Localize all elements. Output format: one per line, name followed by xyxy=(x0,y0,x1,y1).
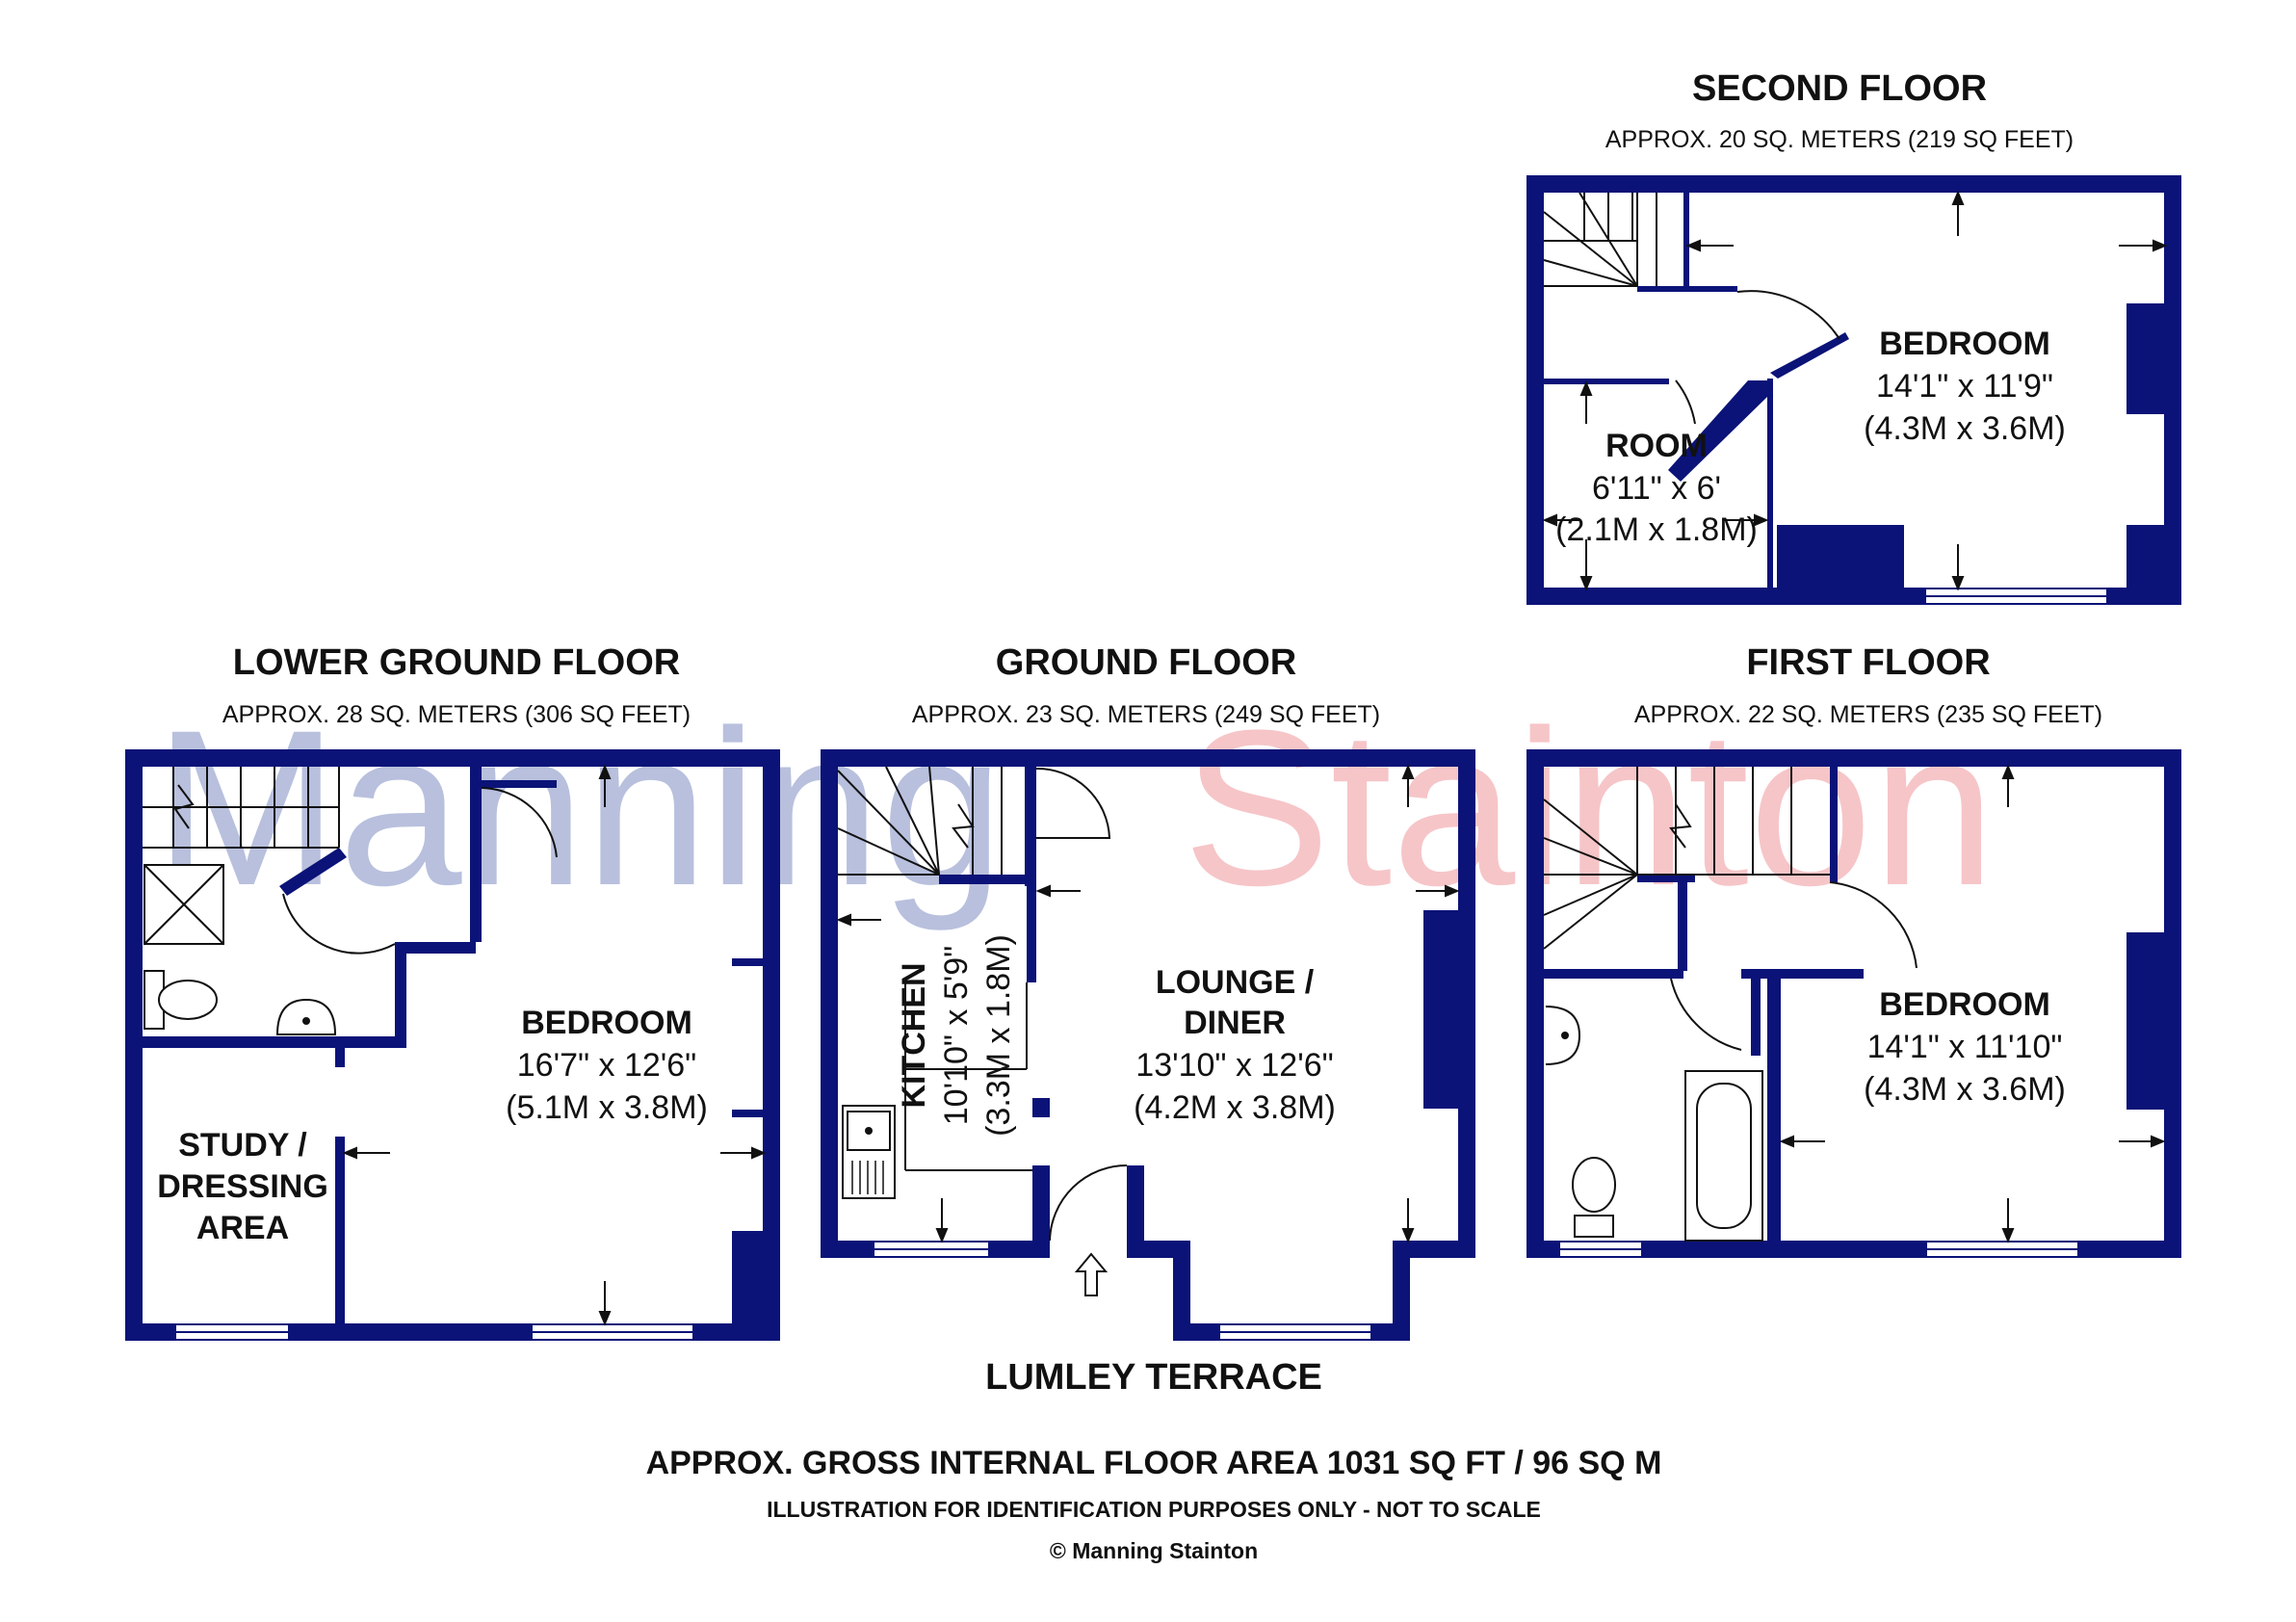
first-floor-title: FIRST FLOOR xyxy=(1746,642,1990,683)
study-line3: AREA xyxy=(196,1210,289,1246)
first-bedroom-dim-metric: (4.3M x 3.6M) xyxy=(1864,1071,2066,1108)
first-bedroom-name: BEDROOM xyxy=(1879,986,2050,1023)
lower-bedroom-dim-imperial: 16'7" x 12'6" xyxy=(517,1047,696,1084)
lounge-line1: LOUNGE / xyxy=(1156,964,1315,1001)
lower-bedroom-name: BEDROOM xyxy=(521,1005,692,1041)
lower-bedroom-dim-metric: (5.1M x 3.8M) xyxy=(506,1089,708,1126)
first-floor-area: APPROX. 22 SQ. METERS (235 SQ FEET) xyxy=(1634,701,2102,728)
disclaimer: ILLUSTRATION FOR IDENTIFICATION PURPOSES… xyxy=(767,1497,1541,1522)
kitchen-dim-imperial: 10'10" x 5'9" xyxy=(938,946,975,1125)
second-room-dim-imperial: 6'11" x 6' xyxy=(1592,470,1721,507)
study-line2: DRESSING xyxy=(157,1168,328,1205)
street-label: LUMLEY TERRACE xyxy=(985,1357,1322,1398)
second-room-name: ROOM xyxy=(1605,428,1708,464)
kitchen-name: KITCHEN xyxy=(896,962,932,1108)
lower-ground-floor-title: LOWER GROUND FLOOR xyxy=(233,642,680,683)
lower-ground-floor-plan: LOWER GROUND FLOOR APPROX. 28 SQ. METERS… xyxy=(125,642,780,1341)
ground-floor-area: APPROX. 23 SQ. METERS (249 SQ FEET) xyxy=(912,701,1380,728)
second-floor-plan: SECOND FLOOR APPROX. 20 SQ. METERS (219 … xyxy=(1526,68,2181,605)
first-bedroom-dim-imperial: 14'1" x 11'10" xyxy=(1867,1029,2063,1065)
watermark: Manning Stainton xyxy=(154,684,1996,931)
lower-ground-floor-area: APPROX. 28 SQ. METERS (306 SQ FEET) xyxy=(222,701,691,728)
ground-floor-plan: GROUND FLOOR APPROX. 23 SQ. METERS (249 … xyxy=(821,642,1475,1398)
ground-floor-title: GROUND FLOOR xyxy=(996,642,1296,683)
study-line1: STUDY / xyxy=(178,1127,307,1164)
lounge-line2: DINER xyxy=(1184,1005,1286,1041)
kitchen-dim-metric: (3.3M x 1.8M) xyxy=(980,934,1017,1137)
lounge-dim-metric: (4.2M x 3.8M) xyxy=(1134,1089,1336,1126)
second-bedroom-name: BEDROOM xyxy=(1879,326,2050,362)
gross-area: APPROX. GROSS INTERNAL FLOOR AREA 1031 S… xyxy=(646,1445,1662,1481)
first-floor-plan: FIRST FLOOR APPROX. 22 SQ. METERS (235 S… xyxy=(1526,642,2181,1258)
copyright: © Manning Stainton xyxy=(1050,1538,1258,1563)
second-floor-area: APPROX. 20 SQ. METERS (219 SQ FEET) xyxy=(1605,126,2074,153)
second-bedroom-dim-metric: (4.3M x 3.6M) xyxy=(1864,410,2066,447)
footer: APPROX. GROSS INTERNAL FLOOR AREA 1031 S… xyxy=(646,1445,1662,1563)
second-room-dim-metric: (2.1M x 1.8M) xyxy=(1555,511,1758,548)
second-bedroom-dim-imperial: 14'1" x 11'9" xyxy=(1876,368,2053,405)
lounge-dim-imperial: 13'10" x 12'6" xyxy=(1135,1047,1333,1084)
second-floor-title: SECOND FLOOR xyxy=(1692,68,1987,109)
